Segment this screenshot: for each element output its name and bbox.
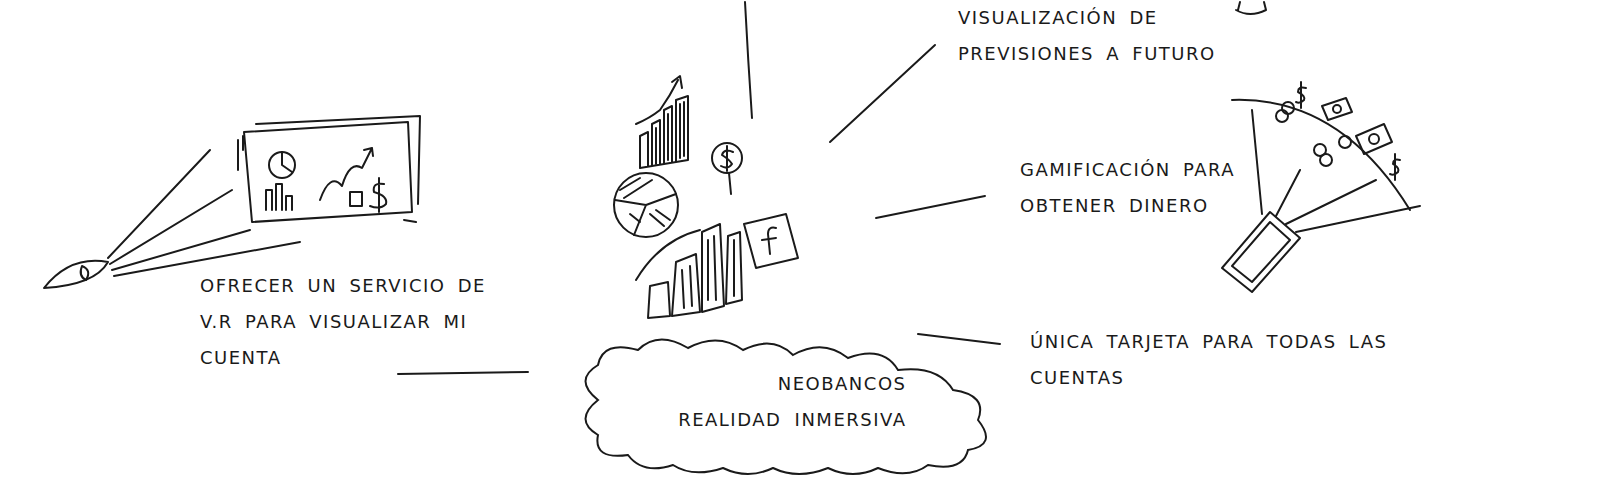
- beam: [1252, 110, 1420, 232]
- bar-icon: [266, 184, 292, 210]
- node-title: NEOBANCOS REALIDAD INMERSIVA: [670, 366, 907, 438]
- orbit-arc: [1232, 100, 1410, 210]
- magnifier-lens: [712, 143, 742, 173]
- coin: [1320, 154, 1332, 166]
- swoosh: [636, 230, 700, 280]
- coin: [1276, 110, 1288, 122]
- magnifier-handle: [729, 173, 731, 194]
- view-beam: [108, 150, 210, 258]
- partial-icon: [1236, 2, 1266, 14]
- pie-slice: [282, 152, 292, 172]
- building-hatch: [682, 236, 734, 308]
- screen-dots: [238, 136, 416, 222]
- cloud-outline: [568, 330, 1008, 476]
- screen-frame: [244, 122, 412, 222]
- branch-label: OFRECER UN SERVICIO DE V.R PARA VISUALIZ…: [200, 268, 496, 376]
- partial-icon-shape: [1236, 2, 1266, 14]
- phone-money: [1222, 82, 1420, 292]
- coin: [1339, 136, 1351, 148]
- leader-line: [745, 2, 752, 118]
- leader-line: [918, 334, 1000, 344]
- view-beam: [114, 242, 300, 276]
- banknote: [1356, 124, 1392, 154]
- pie-slice: [615, 194, 676, 235]
- trend-arrow: [320, 148, 373, 200]
- dollar-icon: [1390, 154, 1400, 180]
- cloud-node: NEOBANCOS REALIDAD INMERSIVA: [568, 330, 1008, 476]
- vr-screen: [238, 116, 420, 222]
- banknote-mark: [1333, 105, 1341, 113]
- banknote: [1322, 98, 1352, 120]
- building: [648, 224, 742, 318]
- leader-line: [830, 45, 935, 142]
- leader-line: [876, 196, 985, 218]
- eye-icon: [44, 150, 300, 288]
- pie-icon: [269, 152, 295, 178]
- coin: [1282, 102, 1294, 114]
- phone-screen: [1232, 222, 1290, 282]
- leader-line: [398, 372, 528, 374]
- branch-label: VISUALIZACIÓN DE PREVISIONES A FUTURO: [958, 0, 1258, 72]
- cloud-shape: [586, 339, 987, 474]
- dollar-icon: [370, 178, 386, 212]
- phone: [1222, 212, 1300, 292]
- growth-arrow: [636, 76, 682, 124]
- screen-frame: [256, 116, 420, 204]
- banknote-mark: [1369, 134, 1379, 144]
- leader-lines: [398, 2, 1000, 374]
- box-icon: [350, 192, 362, 206]
- eye-outline: [44, 261, 108, 288]
- f-symbol: [762, 228, 776, 254]
- bar-hatch: [656, 102, 684, 164]
- pie-chart: [614, 173, 678, 237]
- dollar-icon: [721, 146, 733, 171]
- document-icon: [744, 214, 798, 268]
- eye-pupil: [81, 266, 89, 280]
- bar-chart: [640, 96, 688, 168]
- branch-label: GAMIFICACIÓN PARA OBTENER DINERO: [1020, 152, 1270, 224]
- dollar-icon: [1296, 82, 1306, 108]
- pie-hatch: [620, 178, 670, 226]
- branch-label: ÚNICA TARJETA PARA TODAS LAS CUENTAS: [1030, 324, 1420, 396]
- finance-icons: [614, 76, 798, 318]
